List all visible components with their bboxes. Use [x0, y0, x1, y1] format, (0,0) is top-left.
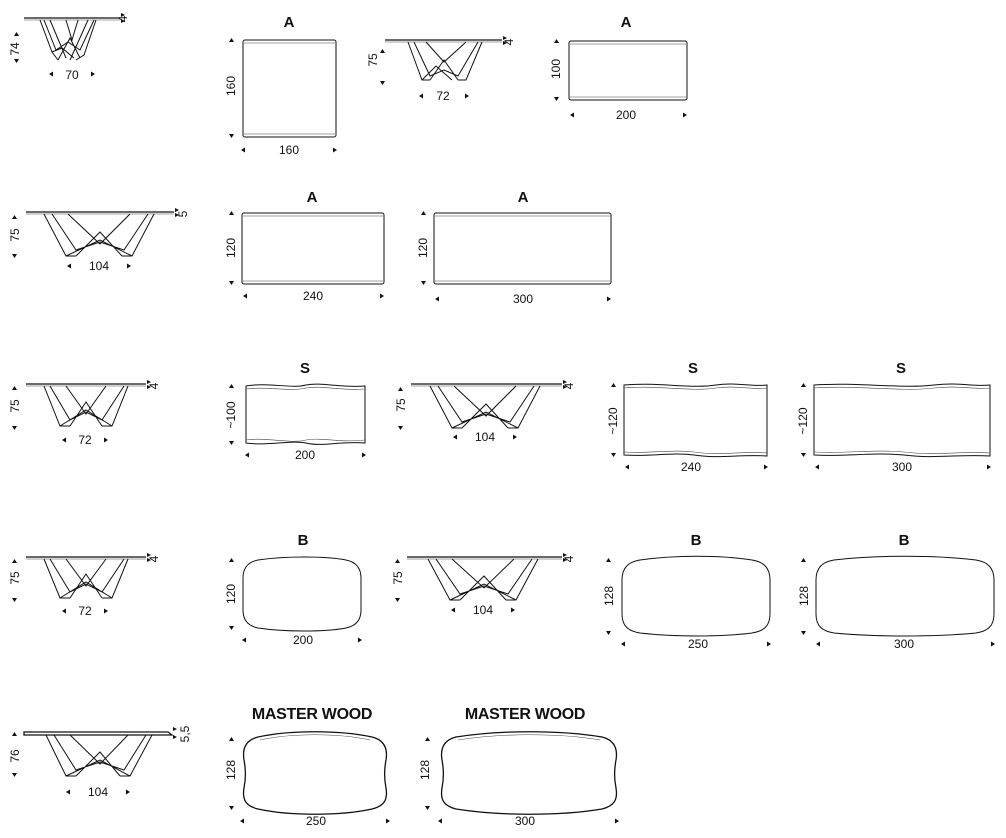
side-r3a-legspan: 72 — [78, 433, 92, 447]
side-r2-top: 5 — [176, 210, 190, 217]
top-view-r2b: A 120 300 — [416, 189, 612, 306]
side-r1b-top: 4 — [502, 38, 516, 45]
shape-label: B — [298, 532, 309, 549]
side-r3a-top: 4 — [147, 382, 161, 389]
side-r5-height: 76 — [8, 749, 22, 763]
shape-label: B — [691, 532, 702, 549]
side-r1a-legspan: 70 — [65, 68, 79, 82]
side-view-r4b: 75 4 104 — [391, 553, 576, 617]
side-view-r3a: 75 4 72 — [8, 380, 161, 447]
side-view-r5: 76 5,5 104 — [8, 725, 192, 799]
shape-label: S — [688, 360, 698, 377]
top-r3b-depth: ~120 — [606, 407, 620, 434]
shape-label: A — [307, 189, 318, 206]
top-view-r1b: A 100 200 — [549, 14, 688, 122]
shape-label: A — [284, 14, 295, 31]
top-view-r3c: S ~120 300 — [796, 360, 991, 474]
shape-label: A — [518, 189, 529, 206]
side-r1b-legspan: 72 — [436, 89, 450, 103]
top-r3c-depth: ~120 — [796, 407, 810, 434]
top-r4c-depth: 128 — [797, 586, 811, 606]
shape-label: MASTER WOOD — [252, 706, 372, 723]
side-r4a-top: 4 — [147, 555, 161, 562]
top-r2a-depth: 120 — [224, 238, 238, 258]
top-r3a-width: 200 — [295, 448, 315, 462]
shape-label: S — [896, 360, 906, 377]
side-r4a-legspan: 72 — [78, 604, 92, 618]
shape-label: A — [621, 14, 632, 31]
top-view-r5a: MASTER WOOD 128 250 — [224, 706, 390, 828]
top-view-r3a: S ~100 200 — [224, 360, 366, 462]
top-r4c-width: 300 — [894, 637, 914, 651]
top-r5b-depth: 128 — [418, 760, 432, 780]
side-r5-legspan: 104 — [88, 785, 108, 799]
side-r4a-height: 75 — [8, 571, 22, 585]
top-view-r4a: B 120 200 — [224, 532, 362, 647]
top-view-r5b: MASTER WOOD 128 300 — [418, 706, 619, 828]
side-r5-top: 5,5 — [178, 725, 192, 742]
top-r4b-depth: 128 — [602, 586, 616, 606]
top-r3a-depth: ~100 — [224, 401, 238, 428]
top-r1a-depth: 160 — [224, 76, 238, 96]
top-view-r1a: A 160 160 — [224, 14, 337, 157]
top-view-r4c: B 128 300 — [797, 532, 995, 651]
side-r3b-top: 4 — [562, 382, 576, 389]
top-r3c-width: 300 — [892, 460, 912, 474]
side-r3b-legspan: 104 — [475, 430, 495, 444]
side-view-r4a: 75 4 72 — [8, 553, 161, 618]
top-r5b-width: 300 — [515, 814, 535, 828]
top-view-r2a: A 120 240 — [224, 189, 385, 303]
shape-label: B — [899, 532, 910, 549]
top-r2a-width: 240 — [303, 289, 323, 303]
side-view-r3b: 75 4 104 — [394, 380, 576, 444]
top-r4a-width: 200 — [293, 633, 313, 647]
side-r4b-height: 75 — [391, 571, 405, 585]
side-r2-legspan: 104 — [89, 259, 109, 273]
top-r1a-width: 160 — [279, 143, 299, 157]
side-r3a-height: 75 — [8, 399, 22, 413]
top-r3b-width: 240 — [681, 460, 701, 474]
side-r2-height: 75 — [8, 228, 22, 242]
side-r1a-height: 74 — [8, 42, 22, 56]
side-r1b-height: 75 — [366, 53, 380, 67]
side-view-r1a: 74 4 70 — [8, 13, 130, 82]
side-r3b-height: 75 — [394, 398, 408, 412]
side-r1a-top: 4 — [116, 15, 130, 22]
top-r5a-width: 250 — [306, 814, 326, 828]
top-r2b-width: 300 — [513, 292, 533, 306]
top-r4b-width: 250 — [688, 637, 708, 651]
top-r4a-depth: 120 — [224, 584, 238, 604]
side-r4b-legspan: 104 — [473, 603, 493, 617]
shape-label: MASTER WOOD — [465, 706, 585, 723]
top-r1b-depth: 100 — [549, 59, 563, 79]
side-view-r2: 75 5 104 — [8, 208, 190, 273]
top-view-r3b: S ~120 240 — [606, 360, 768, 474]
shape-label: S — [300, 360, 310, 377]
top-r1b-width: 200 — [616, 108, 636, 122]
top-view-r4b: B 128 250 — [602, 532, 771, 651]
top-r2b-depth: 120 — [416, 238, 430, 258]
top-r5a-depth: 128 — [224, 760, 238, 780]
side-view-r1b: 75 4 72 — [366, 36, 516, 103]
side-r4b-top: 4 — [562, 555, 576, 562]
